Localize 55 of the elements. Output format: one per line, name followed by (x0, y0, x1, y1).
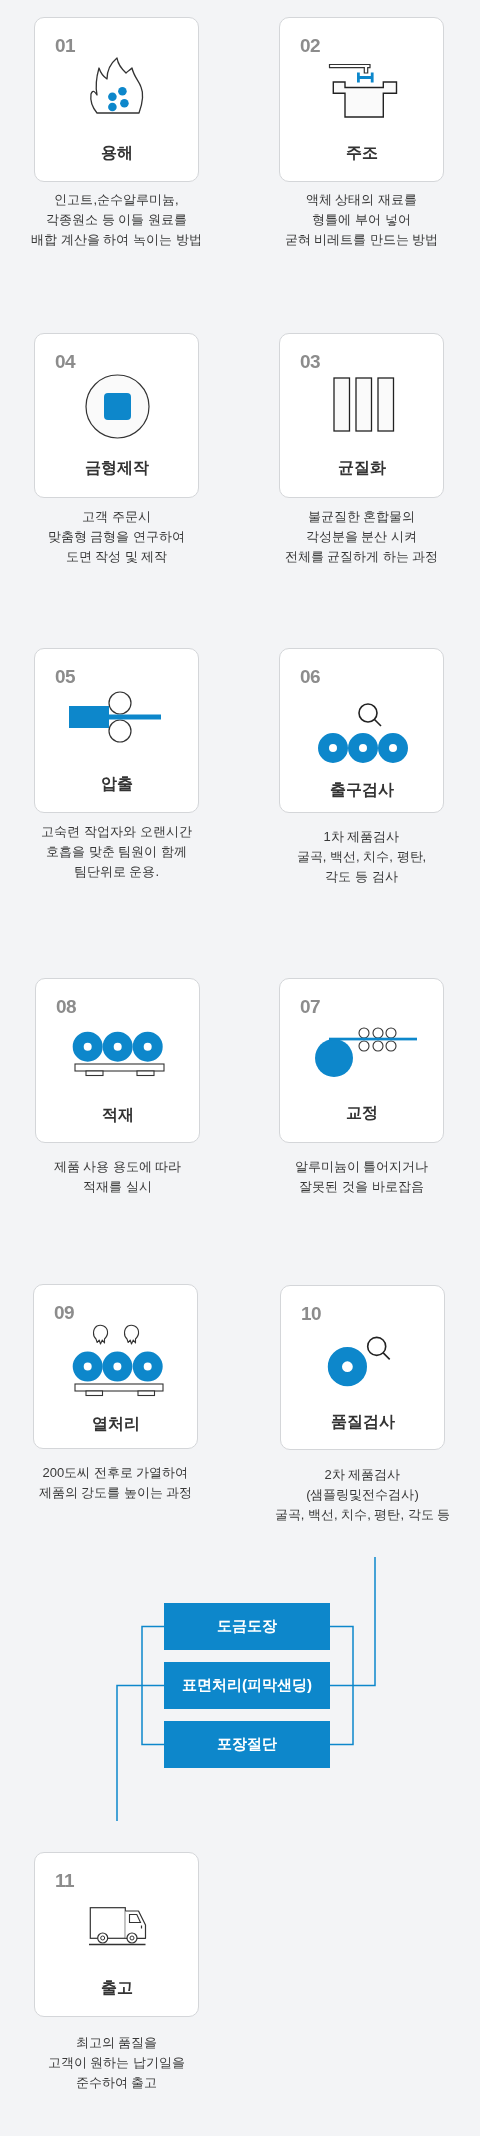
step-description: 1차 제품검사 굴곡, 백선, 치수, 평탄, 각도 등 검사 (296, 828, 427, 886)
connector-line (352, 1556, 376, 1687)
connector-line (329, 1684, 354, 1746)
step-title: 적재 (101, 1105, 134, 1125)
step-title: 균질화 (337, 458, 386, 478)
connector-line (329, 1625, 354, 1687)
step-description: 고숙련 작업자와 오랜시간 호흡을 맞춘 팀원이 함께 팀단위로 운용. (41, 823, 192, 881)
step-number: 09 (54, 1303, 75, 1322)
step-description: 인고트,순수알루미늄, 각종원소 등 이들 원료를 배합 계산을 하여 녹이는 방법 (31, 191, 202, 249)
step-number: 03 (300, 352, 321, 371)
step-title: 용해 (100, 143, 133, 163)
step-description: 고객 주문시 맞춤형 금형을 연구하여 도면 작성 및 제작 (47, 508, 186, 566)
step-number: 06 (300, 667, 321, 686)
process-card (34, 17, 199, 182)
connector-line (116, 1684, 143, 1822)
step-description: 제품 사용 용도에 따라 적재를 실시 (53, 1158, 182, 1196)
step-number: 07 (300, 997, 321, 1016)
step-number: 05 (55, 667, 76, 686)
process-step: 표면처리(피막샌딩) (164, 1662, 330, 1709)
process-step: 포장절단 (164, 1721, 330, 1768)
process-card (34, 333, 199, 498)
step-number: 11 (55, 1871, 75, 1890)
step-title: 출구검사 (329, 780, 394, 800)
process-card (279, 978, 444, 1143)
process-card (280, 1285, 445, 1450)
step-title: 압출 (100, 774, 133, 794)
step-number: 08 (56, 997, 77, 1016)
connector-line (141, 1684, 165, 1687)
connector-line (329, 1684, 354, 1687)
step-title: 주조 (345, 143, 378, 163)
step-number: 01 (55, 36, 76, 55)
connector-line (141, 1684, 165, 1746)
step-description: 알루미늄이 틀어지거나 잘못된 것을 바로잡음 (294, 1158, 429, 1196)
process-card (33, 1284, 198, 1449)
connector-line (141, 1625, 165, 1687)
step-title: 열처리 (91, 1414, 140, 1434)
step-description: 최고의 품질을 고객이 원하는 납기일을 준수하여 출고 (47, 2034, 186, 2092)
process-card (34, 1852, 199, 2017)
process-card (279, 17, 444, 182)
process-step: 도금도장 (164, 1603, 330, 1650)
process-card (279, 648, 444, 813)
process-card (35, 978, 200, 1143)
step-description: 액체 상태의 재료를 형틀에 부어 넣어 굳혀 비레트를 만드는 방법 (284, 191, 439, 249)
step-number: 04 (55, 352, 76, 371)
step-title: 품질검사 (330, 1412, 395, 1432)
process-card (279, 333, 444, 498)
step-description: 불균질한 혼합물의 각성분을 분산 시켜 전체를 균질하게 하는 과정 (284, 508, 439, 566)
step-description: 2차 제품검사 (샘플링및전수검사) 굴곡, 백선, 치수, 평탄, 각도 등 (274, 1466, 451, 1524)
step-number: 10 (301, 1304, 322, 1323)
step-title: 출고 (100, 1978, 133, 1998)
step-description: 200도씨 전후로 가열하여 제품의 강도를 높이는 과정 (38, 1464, 193, 1502)
step-number: 02 (300, 36, 321, 55)
step-title: 교정 (345, 1103, 378, 1123)
step-title: 금형제작 (84, 458, 149, 478)
process-card (34, 648, 199, 813)
